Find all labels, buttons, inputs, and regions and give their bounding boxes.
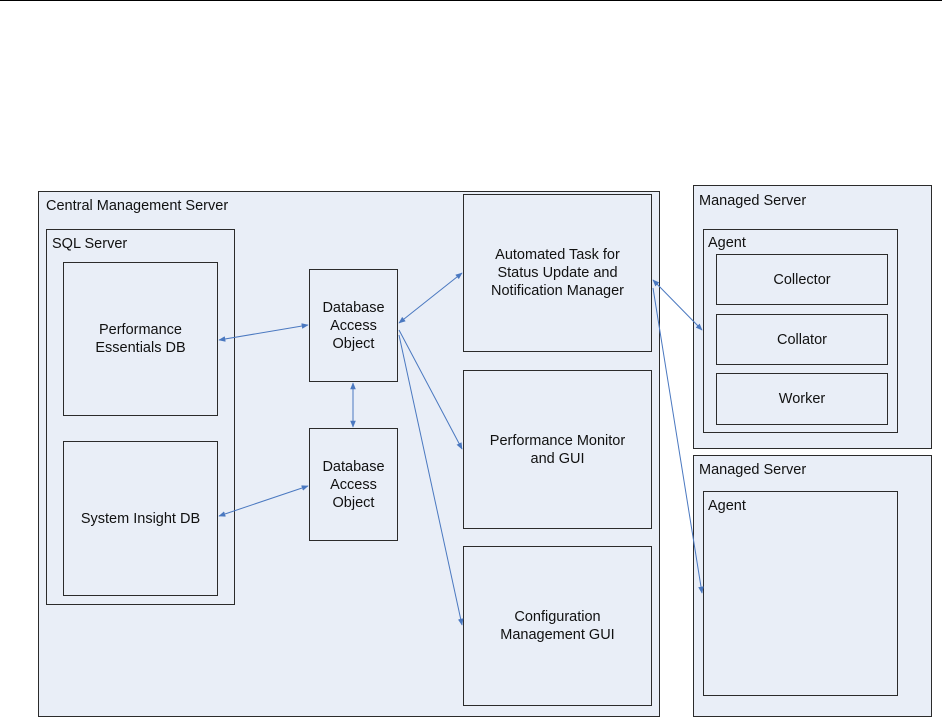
automated-task-box: Automated Task for Status Update and Not… bbox=[463, 194, 652, 352]
page-top-rule bbox=[0, 0, 942, 1]
worker-box: Worker bbox=[716, 373, 888, 425]
database-access-object-bottom-label: Database Access Object bbox=[322, 458, 385, 511]
configuration-management-label: Configuration Management GUI bbox=[500, 609, 615, 643]
connector-dao-performance-monitor bbox=[398, 329, 463, 450]
collector-box: Collector bbox=[716, 254, 888, 305]
agent-1-title: Agent bbox=[708, 235, 746, 251]
database-access-object-bottom: Database Access Object bbox=[309, 428, 398, 541]
automated-task-label: Automated Task for Status Update and Not… bbox=[491, 247, 624, 299]
performance-essentials-db: Performance Essentials DB bbox=[63, 262, 218, 416]
connector-task-agent-1 bbox=[652, 279, 703, 331]
performance-monitor-box: Performance Monitor and GUI bbox=[463, 370, 652, 529]
collator-box: Collator bbox=[716, 314, 888, 365]
database-access-object-top-label: Database Access Object bbox=[322, 299, 385, 352]
central-management-server-title: Central Management Server bbox=[46, 198, 229, 214]
connector-insight-db-dao bbox=[218, 485, 309, 517]
connector-task-agent-2 bbox=[652, 287, 704, 594]
connector-dao-automated-task bbox=[398, 272, 463, 324]
performance-monitor-label: Performance Monitor and GUI bbox=[489, 432, 626, 467]
worker-label: Worker bbox=[778, 391, 826, 407]
collector-label: Collector bbox=[773, 271, 831, 288]
agent-2: Agent bbox=[703, 491, 898, 696]
managed-server-1-title: Managed Server bbox=[699, 193, 807, 209]
connector-dao-configuration-gui bbox=[398, 334, 464, 626]
system-insight-db: System Insight DB bbox=[63, 441, 218, 596]
collator-label: Collator bbox=[777, 331, 827, 348]
system-insight-db-label: System Insight DB bbox=[80, 510, 201, 527]
connector-perf-db-dao bbox=[218, 323, 309, 342]
database-access-object-top: Database Access Object bbox=[309, 269, 398, 382]
sql-server-title: SQL Server bbox=[52, 236, 128, 252]
managed-server-2-title: Managed Server bbox=[699, 462, 807, 478]
performance-essentials-db-label: Performance Essentials DB bbox=[95, 322, 186, 356]
agent-2-title: Agent bbox=[708, 498, 746, 514]
configuration-management-box: Configuration Management GUI bbox=[463, 546, 652, 706]
